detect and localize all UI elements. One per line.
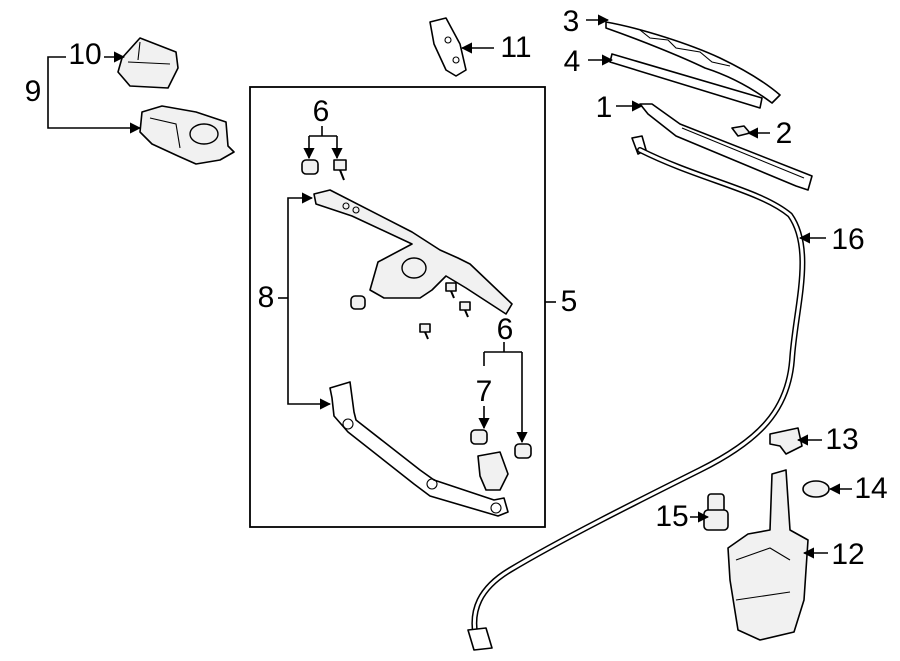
callout-3: 3 <box>562 5 580 38</box>
lower-linkage <box>329 381 509 517</box>
wiper-motor <box>139 105 235 165</box>
wiper-arm <box>639 103 813 191</box>
washer-hose <box>467 135 806 651</box>
grommet-6-lower <box>514 443 532 459</box>
bolt-mid-a <box>445 282 457 299</box>
callout-8: 8 <box>257 281 275 314</box>
callout-5: 5 <box>560 285 578 318</box>
callout-15: 15 <box>655 500 689 533</box>
grommet-mid <box>350 295 366 310</box>
callout-1: 1 <box>595 91 613 124</box>
leader-8-bottom <box>287 298 332 410</box>
callout-9: 9 <box>24 75 42 108</box>
callout-11: 11 <box>500 31 532 64</box>
reservoir-neck <box>769 427 803 455</box>
callout-6-lower: 6 <box>496 313 514 346</box>
leader-8-top <box>287 192 314 298</box>
motor-cover <box>117 37 179 89</box>
callout-14: 14 <box>854 472 888 505</box>
washer-reservoir <box>727 469 809 641</box>
bolt-mid-b <box>459 301 471 318</box>
leader-9 <box>47 56 142 134</box>
callout-2: 2 <box>775 117 793 150</box>
bracket <box>429 17 467 77</box>
callout-6-top: 6 <box>312 95 330 128</box>
upper-linkage-frame <box>313 189 513 315</box>
callout-13: 13 <box>825 423 859 456</box>
callout-10: 10 <box>68 38 102 71</box>
arm-cap <box>731 125 751 137</box>
bolt-mid-c <box>419 323 431 340</box>
callout-4: 4 <box>563 45 581 78</box>
reservoir-cap <box>802 480 830 498</box>
bolt-top <box>333 159 347 181</box>
wiper-blade <box>605 21 781 104</box>
washer-pump <box>703 493 729 531</box>
callout-12: 12 <box>831 538 865 571</box>
grommet-7 <box>470 429 488 445</box>
callout-7: 7 <box>475 375 493 408</box>
linkage-group-frame <box>249 86 546 528</box>
callout-16: 16 <box>831 223 865 256</box>
grommet-top <box>301 159 319 175</box>
